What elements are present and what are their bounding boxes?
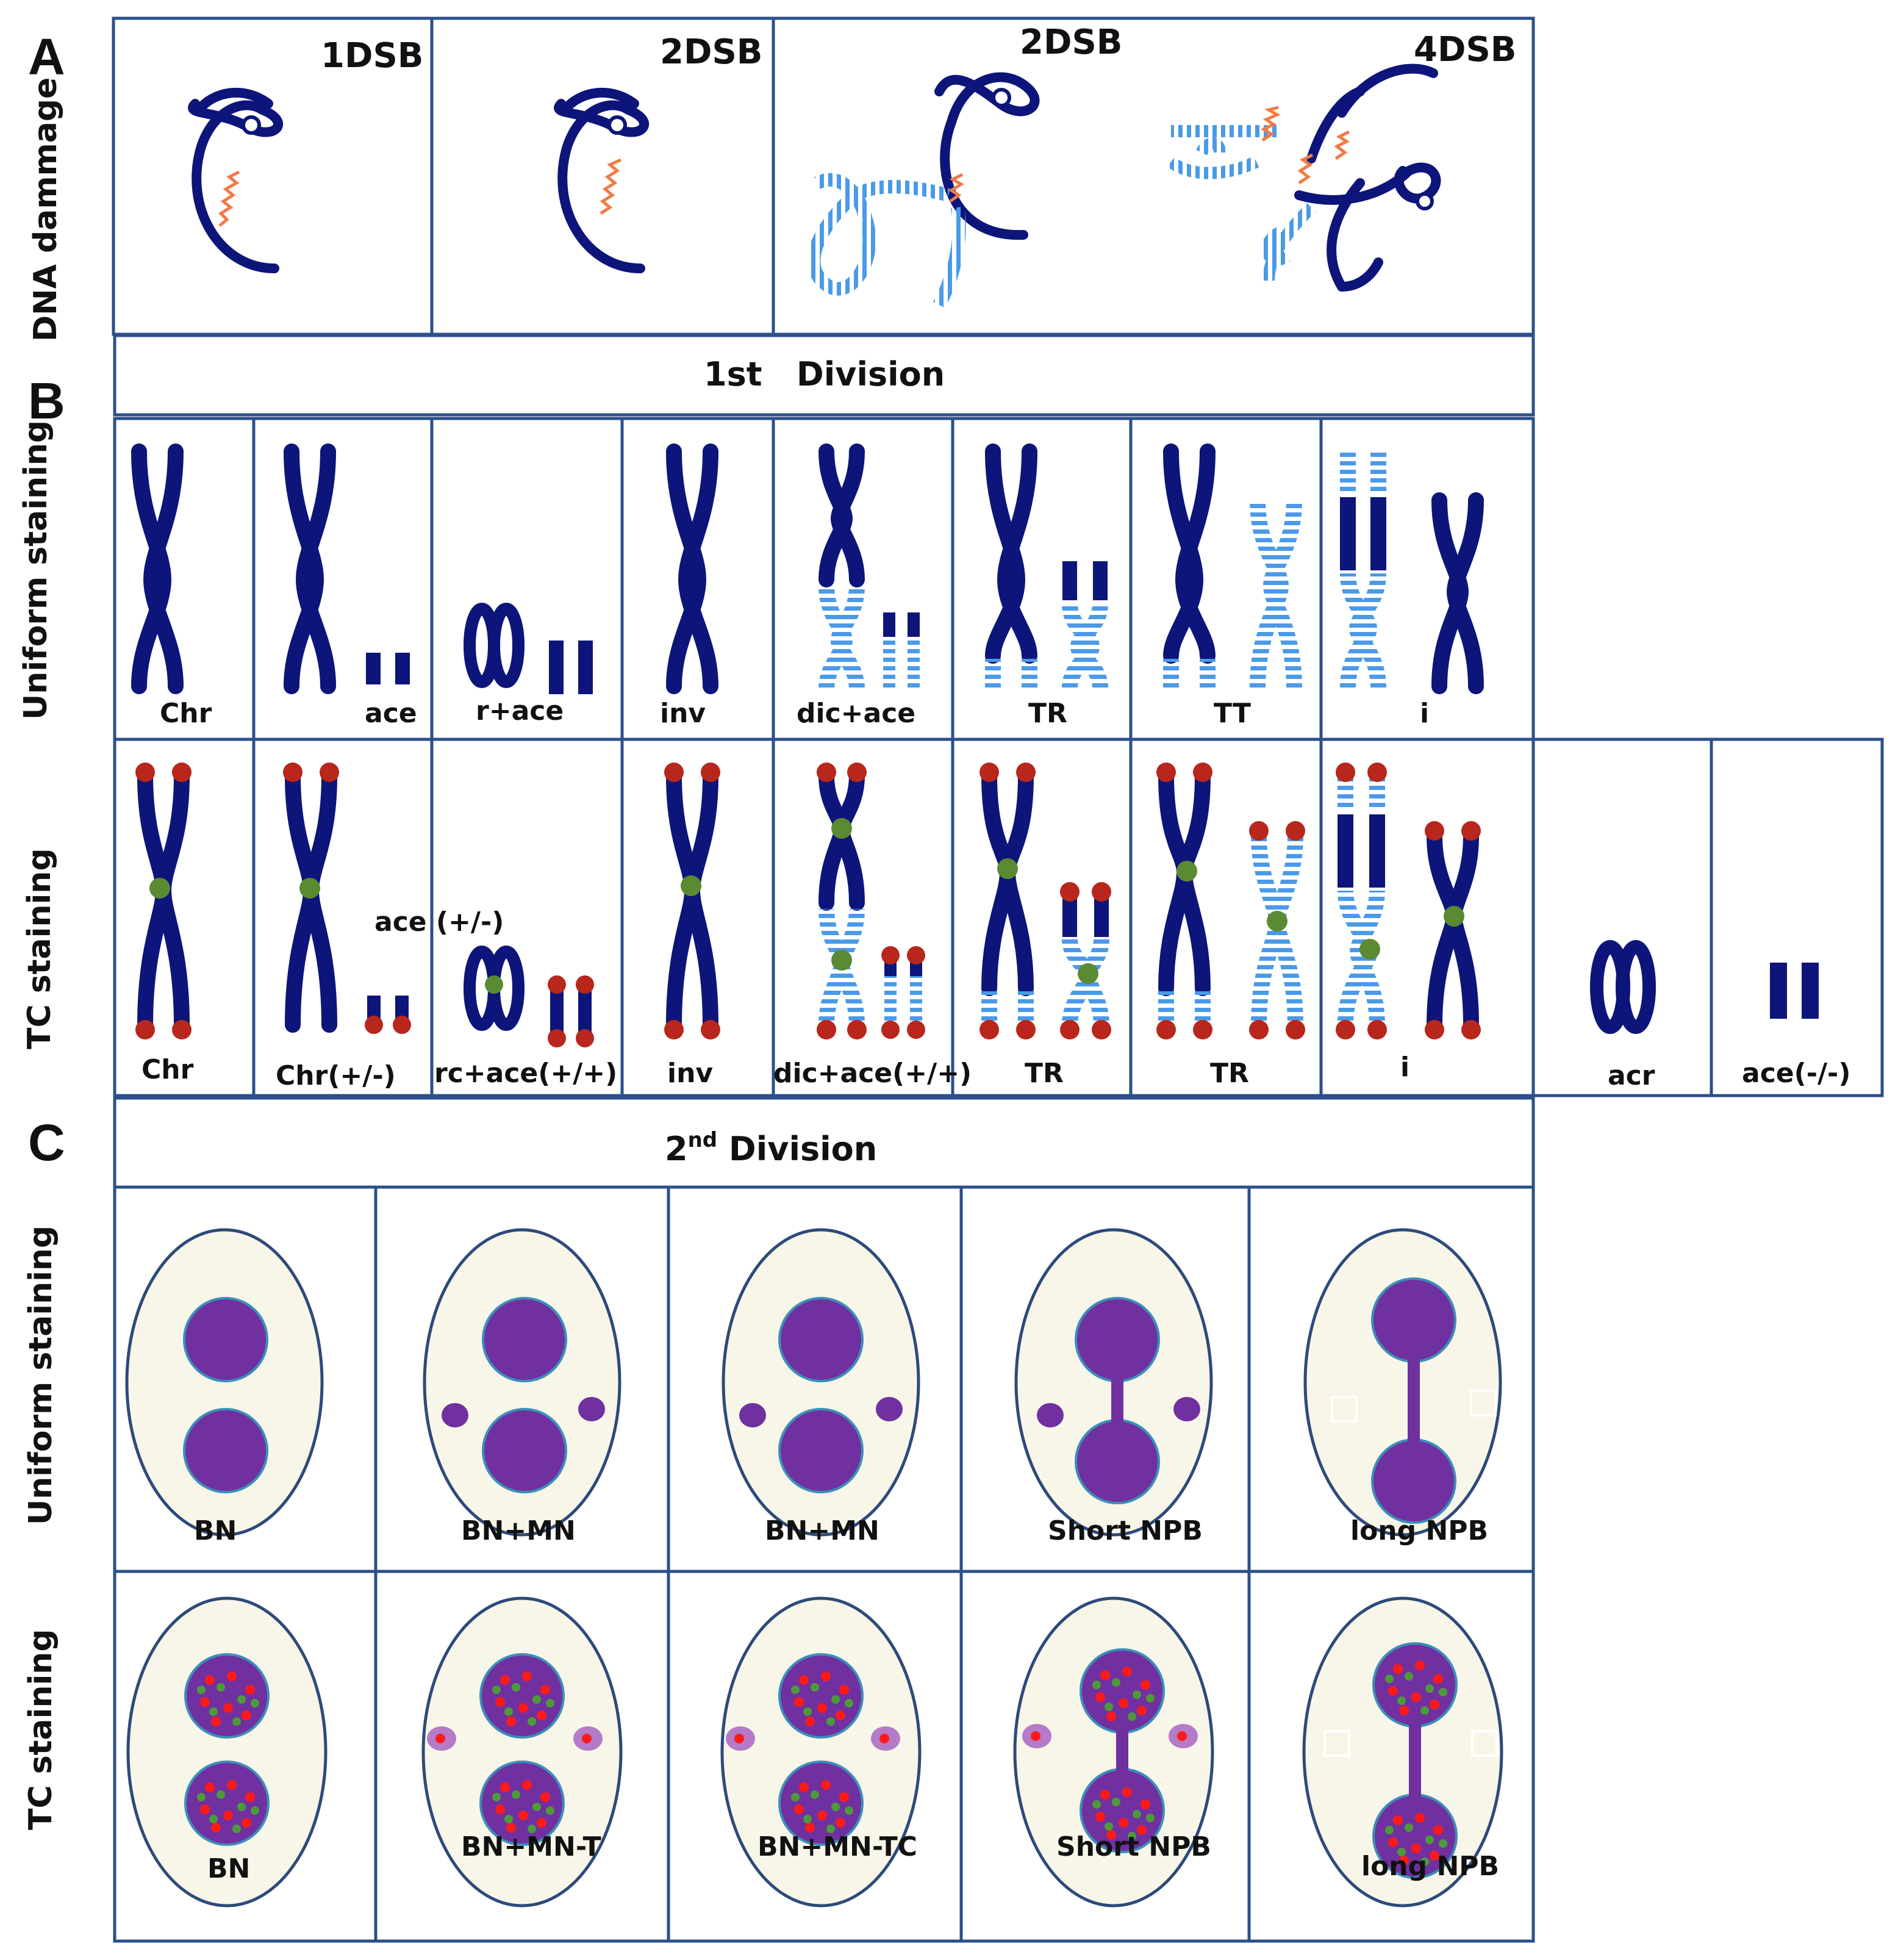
b-tc-label-acr: acr <box>1608 1060 1655 1091</box>
cell-bn-uniform <box>125 1228 324 1537</box>
cell-long-npb-uniform <box>1303 1228 1502 1537</box>
tc-chromosomes <box>135 763 1819 1047</box>
cell-bn-mn-tc-tc <box>720 1596 922 1908</box>
c-uniform-label-short-npb: Short NPB <box>1048 1515 1203 1546</box>
cell-long-npb-tc <box>1302 1596 1503 1908</box>
b-uniform-label-dic-ace: dic+ace <box>797 698 915 729</box>
b-tc-label-tr: TR <box>1025 1058 1064 1089</box>
b-uniform-label-r-ace: r+ace <box>476 695 564 727</box>
row-label-uniform-staining-b: Uniform staining <box>18 420 54 720</box>
b-tc-label-i: i <box>1400 1052 1409 1083</box>
tc-inv <box>666 768 718 1033</box>
c-tc-label-short-npb: Short NPB <box>1056 1831 1211 1862</box>
ace-fragment <box>366 653 381 684</box>
cell-bn-mn-t-tc <box>421 1596 623 1908</box>
c-tc-label-bn-mn-tc: BN+MN-TC <box>757 1831 917 1862</box>
cell-short-npb-tc <box>1013 1596 1214 1908</box>
tc-tr <box>981 768 1034 996</box>
c-tc-label-long-npb: long NPB <box>1361 1851 1499 1882</box>
cell-bn-mn-uniform-2 <box>722 1228 920 1537</box>
c-tc-label-bn-mn-t: BN+MN-T <box>461 1831 601 1862</box>
b-uniform-label-i: i <box>1420 698 1429 729</box>
panel-c-grid <box>113 1185 1535 1943</box>
dsb-chromosome-1 <box>188 87 283 273</box>
dsb-chromosome-complex-4dsb <box>1167 63 1441 292</box>
tc-dic <box>818 768 865 911</box>
chr-i <box>1340 497 1356 570</box>
c-header-2nd-division: 2nd Division <box>665 1128 877 1168</box>
b-header-1st-division: 1st Division <box>704 355 945 393</box>
c-tc-label-bn: BN <box>207 1853 250 1884</box>
c-uniform-label-bn: BN <box>194 1515 237 1546</box>
uniform-cells <box>125 1228 1502 1537</box>
b-uniform-label-ace: ace <box>365 698 417 729</box>
panel-letter-b: B <box>28 372 65 429</box>
b-uniform-label-inv: inv <box>660 698 706 729</box>
a-label-4dsb: 4DSB <box>1414 30 1516 70</box>
b-uniform-label-tr: TR <box>1028 698 1067 729</box>
panel-b-tc-grid <box>113 738 1884 1097</box>
tc-chr-plus-minus <box>285 768 337 1033</box>
chr-ace <box>284 443 336 694</box>
cell-bn-tc <box>126 1596 328 1908</box>
panel-b-header-box <box>113 334 1535 417</box>
row-label-dna-damage: DNA dammage <box>27 77 64 342</box>
b-tc-label-rc-ace: rc+ace(+/+) <box>434 1058 617 1089</box>
row-label-uniform-staining-c: Uniform staining <box>23 1226 59 1525</box>
b-tc-label-dic-ace: dic+ace(+/+) <box>773 1058 972 1089</box>
b-uniform-label-chr: Chr <box>160 698 212 729</box>
dsb-chromosome-2 <box>554 87 649 273</box>
b-tc-label-tr-2: TR <box>1210 1058 1249 1089</box>
b-tc-annotation-ace: ace (+/-) <box>374 906 504 938</box>
b-tc-label-chr: Chr <box>141 1054 194 1085</box>
c-header-main: 2 <box>665 1130 688 1168</box>
panel-letter-c: C <box>28 1114 65 1171</box>
chr-tt <box>1163 443 1216 664</box>
tc-chr <box>137 768 190 1033</box>
a-label-2dsb: 2DSB <box>660 32 762 72</box>
b-tc-label-chr-pm: Chr(+/-) <box>276 1060 396 1091</box>
chr-tr <box>985 443 1037 664</box>
row-label-tc-staining-c: TC staining <box>23 1629 59 1830</box>
panel-letter-a: A <box>28 28 65 85</box>
c-uniform-label-long-npb: long NPB <box>1350 1515 1488 1546</box>
b-tc-label-ace-minus: ace(-/-) <box>1742 1058 1850 1089</box>
tc-i <box>1338 814 1353 888</box>
chr-inv <box>666 443 718 694</box>
uniform-chromosomes <box>131 443 1484 694</box>
c-uniform-label-bn-mn-2: BN+MN <box>765 1515 879 1546</box>
c-header-rest: Division <box>717 1130 877 1168</box>
tc-ace-fragment <box>1770 963 1787 1019</box>
cell-bn-mn-uniform <box>423 1228 621 1537</box>
c-uniform-label-bn-mn: BN+MN <box>461 1515 576 1546</box>
b-tc-label-inv: inv <box>667 1058 713 1089</box>
dsb-chromosome-pair-2dsb <box>807 72 1040 308</box>
a-label-2dsb-b: 2DSB <box>1020 23 1122 62</box>
row-label-tc-staining-b: TC staining <box>21 848 58 1049</box>
cell-short-npb-uniform <box>1014 1228 1213 1537</box>
c-header-sup: nd <box>688 1128 718 1152</box>
tc-tr-2 <box>1158 768 1211 996</box>
chr-normal <box>131 443 184 694</box>
a-label-1dsb: 1DSB <box>321 36 423 76</box>
b-uniform-label-tt: TT <box>1214 698 1251 729</box>
chr-dic <box>818 443 865 587</box>
tc-cells <box>126 1596 1503 1908</box>
